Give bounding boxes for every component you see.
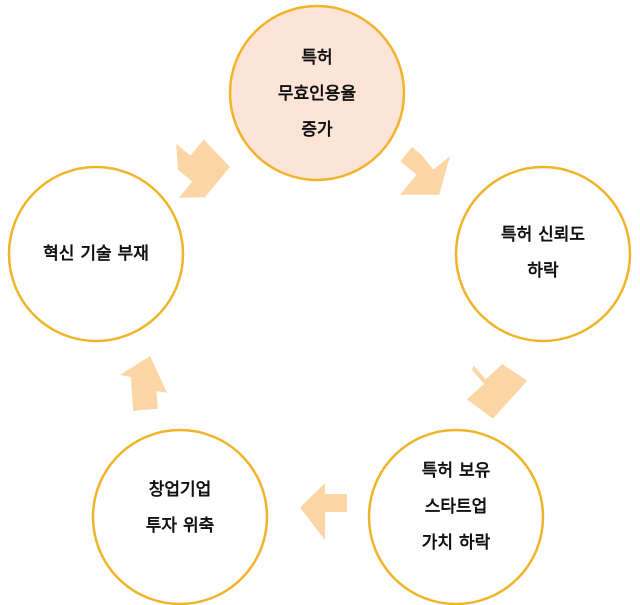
node-label-innovation-line1: 혁신 기술 부재 — [43, 243, 149, 264]
node-label-investment-line1: 창업기업 — [149, 480, 212, 500]
node-label-value-line3: 가치 하락 — [422, 533, 491, 553]
arrow-n1-to-n2 — [400, 147, 450, 195]
arrow-n5-to-n1 — [176, 139, 230, 198]
node-label-patent-line1: 특허 — [301, 48, 332, 68]
node-label-trust-line2: 하락 — [527, 261, 559, 281]
node-circle-patent-invalidation — [228, 4, 406, 182]
arrow-n2-to-n3 — [466, 364, 528, 419]
node-label-value-line2: 스타트업 — [425, 497, 488, 517]
node-label-trust-line1: 특허 신뢰도 — [501, 225, 585, 245]
node-circle-innovation-lack — [7, 165, 185, 343]
node-circle-patent-trust — [454, 165, 632, 343]
node-label-investment-line2: 투자 위축 — [146, 516, 215, 536]
node-circle-startup-value — [367, 428, 545, 605]
node-label-patent-line3: 증가 — [301, 120, 333, 140]
arrow-n3-to-n4 — [300, 483, 347, 540]
node-label-patent-line2: 무효인용율 — [278, 84, 357, 104]
node-circle-startup-investment — [91, 428, 269, 605]
node-label-value-line1: 특허 보유 — [422, 461, 491, 481]
arrow-n4-to-n5 — [120, 356, 167, 412]
